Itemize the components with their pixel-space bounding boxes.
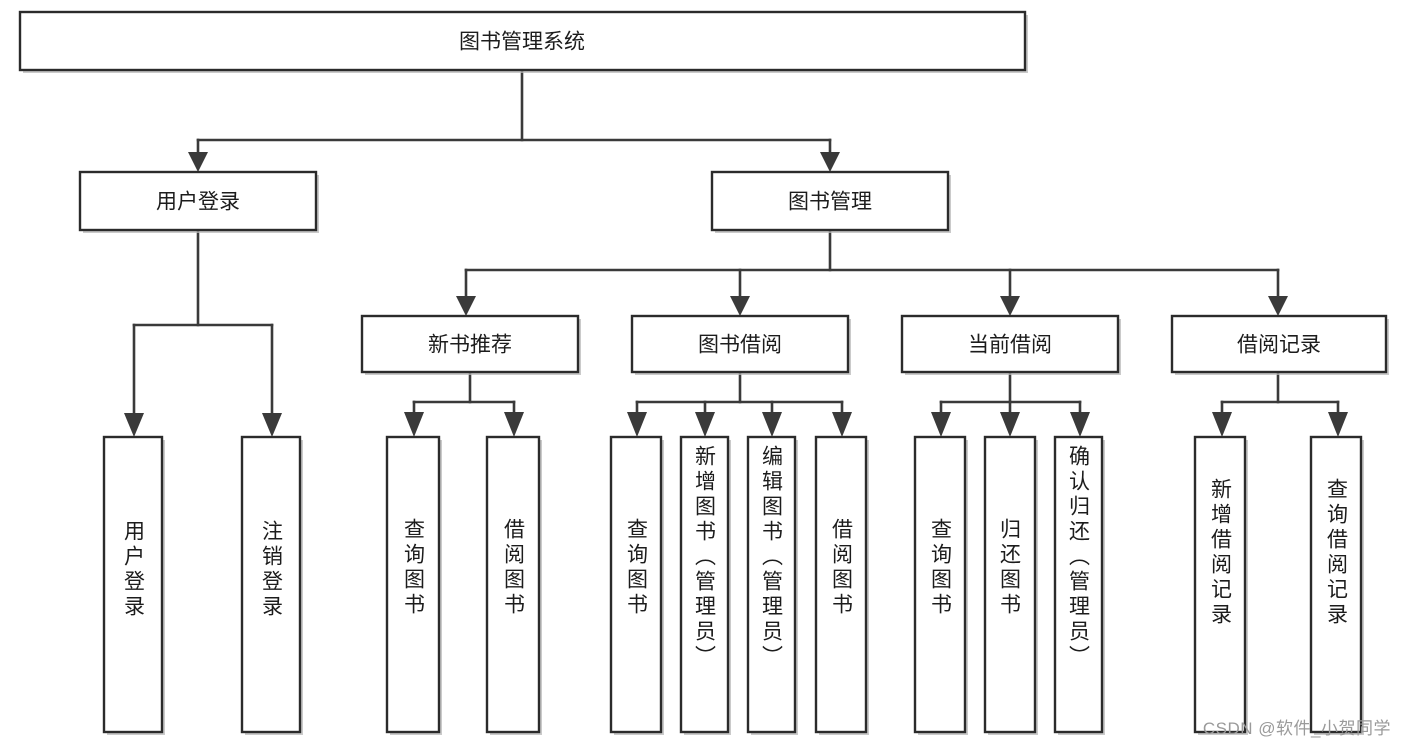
- leaf-recommend-query-book-label: 查询图书: [402, 518, 426, 618]
- node-leaf-logout[interactable]: 注销登录: [240, 435, 303, 735]
- arrowhead-record-leaf-1: [1212, 412, 1232, 437]
- current-borrow-label: 当前借阅: [968, 334, 1052, 357]
- current-borrow-box: [900, 314, 1120, 374]
- leaf-current-query-book-box: [913, 435, 967, 734]
- book-borrow-label: 图书借阅: [698, 334, 782, 357]
- leaf-borrow-add-book-box: [679, 435, 730, 734]
- node-new-book-recommend[interactable]: 新书推荐: [360, 314, 581, 375]
- new-book-recommend-box: [360, 314, 580, 374]
- leaf-borrow-borrow-book-label: 借阅图书: [830, 518, 854, 618]
- leaf-borrow-query-book-box: [609, 435, 663, 734]
- node-current-borrow[interactable]: 当前借阅: [900, 314, 1121, 375]
- node-leaf-record-query[interactable]: 查询借阅记录: [1309, 435, 1364, 735]
- root-label: 图书管理系统: [459, 31, 585, 54]
- node-leaf-borrow-add-book[interactable]: 新增图书（管理员）: [679, 435, 731, 735]
- leaf-logout-box: [240, 435, 302, 734]
- leaf-borrow-add-book-label: 新增图书（管理员）: [693, 445, 717, 670]
- leaf-logout-label: 注销登录: [260, 520, 284, 620]
- arrowhead-to-leaf-user-login: [124, 413, 144, 437]
- arrowhead-current-leaf-2: [1000, 412, 1020, 437]
- node-leaf-recommend-borrow-book[interactable]: 借阅图书: [485, 435, 542, 735]
- leaf-recommend-borrow-book-label: 借阅图书: [502, 518, 526, 618]
- leaf-recommend-borrow-book-box: [485, 435, 541, 734]
- leaf-user-login-box: [102, 435, 164, 734]
- new-book-recommend-label: 新书推荐: [428, 334, 512, 357]
- node-leaf-record-add[interactable]: 新增借阅记录: [1193, 435, 1248, 735]
- arrowhead-borrow-leaf-4: [832, 412, 852, 437]
- book-borrow-box: [630, 314, 850, 374]
- node-book-manage[interactable]: 图书管理: [710, 170, 951, 233]
- node-user-login[interactable]: 用户登录: [78, 170, 319, 233]
- book-manage-label: 图书管理: [788, 191, 872, 214]
- node-root-system[interactable]: 图书管理系统: [18, 10, 1028, 73]
- arrowhead-record-leaf-2: [1328, 412, 1348, 437]
- arrowhead-current-leaf-3: [1070, 412, 1090, 437]
- arrowhead-borrow-leaf-3: [762, 412, 782, 437]
- arrowhead-to-borrow-record: [1268, 296, 1288, 316]
- node-leaf-user-login[interactable]: 用户登录: [102, 435, 165, 735]
- arrowhead-to-new-book: [456, 296, 476, 316]
- arrowhead-to-book-manage: [820, 152, 840, 172]
- arrowhead-borrow-leaf-2: [695, 412, 715, 437]
- node-leaf-recommend-query-book[interactable]: 查询图书: [385, 435, 442, 735]
- leaf-borrow-edit-book-box: [746, 435, 797, 734]
- node-borrow-record[interactable]: 借阅记录: [1170, 314, 1389, 375]
- leaf-borrow-edit-book-label: 编辑图书（管理员）: [760, 445, 784, 670]
- leaf-recommend-query-book-box: [385, 435, 441, 734]
- leaf-current-confirm-return-label: 确认归还（管理员）: [1067, 445, 1091, 670]
- arrowhead-to-leaf-logout: [262, 413, 282, 437]
- borrow-record-label: 借阅记录: [1237, 334, 1321, 357]
- arrowhead-current-leaf-1: [931, 412, 951, 437]
- leaf-current-query-book-label: 查询图书: [929, 518, 953, 618]
- leaf-borrow-borrow-book-box: [814, 435, 868, 734]
- arrowhead-borrow-leaf-1: [627, 412, 647, 437]
- node-leaf-current-query-book[interactable]: 查询图书: [913, 435, 968, 735]
- borrow-record-box: [1170, 314, 1388, 374]
- arrowhead-recommend-leaf-2: [504, 412, 524, 437]
- leaf-current-confirm-return-box: [1053, 435, 1104, 734]
- leaf-user-login-label: 用户登录: [122, 520, 146, 620]
- node-book-borrow[interactable]: 图书借阅: [630, 314, 851, 375]
- node-leaf-current-return-book[interactable]: 归还图书: [983, 435, 1038, 735]
- arrowhead-to-user-login: [188, 152, 208, 172]
- leaf-record-add-box: [1193, 435, 1247, 734]
- user-login-box: [78, 170, 318, 232]
- leaf-record-query-box: [1309, 435, 1363, 734]
- node-leaf-borrow-query-book[interactable]: 查询图书: [609, 435, 664, 735]
- leaf-borrow-query-book-label: 查询图书: [625, 518, 649, 618]
- connector-layer: [124, 68, 1348, 437]
- leaf-current-return-book-box: [983, 435, 1037, 734]
- arrowhead-to-current-borrow: [1000, 296, 1020, 316]
- user-login-label: 用户登录: [156, 191, 240, 214]
- root-box: [18, 10, 1027, 72]
- node-leaf-borrow-edit-book[interactable]: 编辑图书（管理员）: [746, 435, 798, 735]
- leaf-record-add-label: 新增借阅记录: [1209, 478, 1233, 628]
- leaf-record-query-label: 查询借阅记录: [1325, 478, 1349, 628]
- leaf-current-return-book-label: 归还图书: [998, 518, 1022, 618]
- node-leaf-current-confirm-return[interactable]: 确认归还（管理员）: [1053, 435, 1105, 735]
- node-leaf-borrow-borrow-book[interactable]: 借阅图书: [814, 435, 869, 735]
- book-manage-box: [710, 170, 950, 232]
- arrowhead-recommend-leaf-1: [404, 412, 424, 437]
- arrowhead-to-book-borrow: [730, 296, 750, 316]
